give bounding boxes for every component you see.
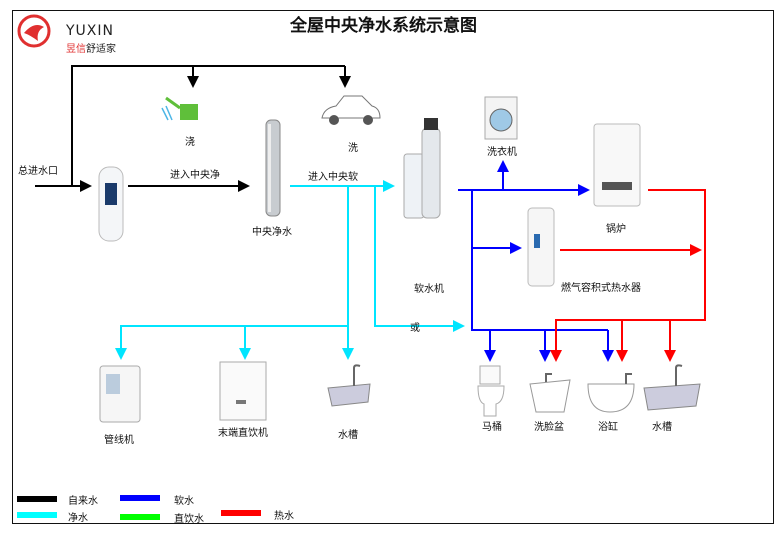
softener-device [403,118,441,219]
label-to-central-purifier: 进入中央净 [170,170,220,181]
label-sink-right: 水槽 [652,422,672,433]
tap-water-lines [35,65,351,192]
logo-brand-cn: 昱信舒适家 [66,40,116,55]
gas-water-heater-device [527,207,555,287]
label-to-softener: 进入中央软 [308,172,358,183]
label-car-wash: 洗 [348,143,358,154]
logo-brand-en: YUXIN [66,23,114,39]
label-central-purifier: 中央净水 [252,227,292,238]
purified-water-lines [115,180,465,360]
hot-water-lines [550,189,706,362]
label-sink-left: 水槽 [338,430,358,441]
central-purifier-device [265,119,281,217]
label-terminal-dispenser: 末端直饮机 [218,428,268,439]
legend-swatch-drinking-water [120,514,160,520]
prefilter-device [98,166,124,242]
label-bathtub: 浴缸 [598,422,618,433]
logo-icon [17,14,51,48]
bathtub-device [587,373,635,413]
label-softener: 软水机 [414,284,444,295]
label-gas-water-heater: 燃气容积式热水器 [561,283,641,294]
pipeline-machine-device [99,365,141,423]
label-main-inlet: 总进水口 [18,166,58,177]
legend-label-hot-water: 热水 [274,511,294,522]
watering-can-icon [161,96,198,121]
legend-swatch-tap-water [17,496,57,502]
legend-swatch-purified-water [17,512,57,518]
terminal-dispenser-device [219,361,267,421]
legend-label-drinking-water: 直饮水 [174,514,204,525]
label-boiler: 锅炉 [606,224,626,235]
legend-swatch-soft-water [120,495,160,501]
toilet-device [477,365,505,417]
label-washing-machine: 洗衣机 [487,147,517,158]
label-or: 或 [410,323,420,334]
logo-brand-cn-text: 舒适家 [86,44,116,55]
boiler-device [593,123,641,207]
label-washbasin: 洗脸盆 [534,422,564,433]
soft-water-lines [458,160,614,362]
washing-machine-device [484,96,518,140]
sink-right-device [643,364,701,411]
legend-label-tap-water: 自来水 [68,496,98,507]
logo: YUXIN 昱信舒适家 [14,11,124,55]
car-icon [321,95,381,125]
logo-brand-cn-red: 昱信 [66,44,86,55]
legend-label-purified-water: 净水 [68,513,88,524]
diagram-frame [12,10,774,524]
legend-label-soft-water: 软水 [174,496,194,507]
label-watering: 浇 [185,137,195,148]
label-pipeline-machine: 管线机 [104,435,134,446]
page-title: 全屋中央净水系统示意图 [290,16,477,36]
washbasin-device [529,373,571,413]
label-toilet: 马桶 [482,422,502,433]
sink-left-device [327,364,371,407]
legend-swatch-hot-water [221,510,261,516]
